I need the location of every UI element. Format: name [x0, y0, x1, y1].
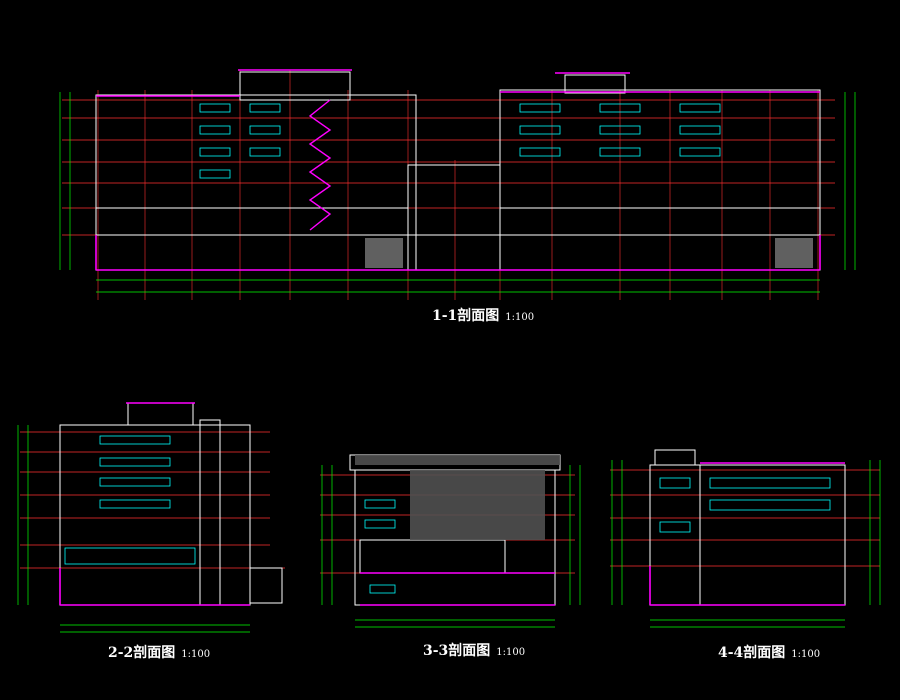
title-scale: 1:100	[181, 649, 211, 660]
windows	[199, 103, 721, 179]
section-title-1-1: 1-1剖面图 1:100	[432, 305, 534, 325]
building-outline	[95, 71, 821, 271]
title-text: 2-2剖面图	[108, 645, 176, 661]
section-title-3-3: 3-3剖面图 1:100	[423, 640, 525, 660]
section-title-4-4: 4-4剖面图 1:100	[718, 642, 820, 662]
windows	[659, 477, 831, 533]
title-text: 3-3剖面图	[423, 643, 491, 659]
floor-lines	[20, 431, 285, 569]
floor-lines	[62, 99, 835, 236]
title-scale: 1:100	[505, 312, 535, 323]
floor-slabs	[95, 69, 821, 271]
section-2-2	[17, 402, 285, 633]
title-scale: 1:100	[791, 649, 821, 660]
building-outline	[649, 449, 846, 606]
section-title-2-2: 2-2剖面图 1:100	[108, 642, 210, 662]
dimension-lines	[321, 465, 581, 628]
floor-slabs	[649, 462, 845, 606]
title-scale: 1:100	[496, 647, 526, 658]
section-4-4	[610, 449, 881, 628]
building-outline	[59, 402, 283, 606]
grid-axes	[97, 70, 819, 300]
section-1-1	[59, 69, 856, 300]
floor-slabs	[360, 572, 555, 606]
windows	[64, 435, 196, 565]
dimension-lines	[611, 460, 881, 628]
title-text: 4-4剖面图	[718, 645, 786, 661]
title-text: 1-1剖面图	[432, 308, 500, 324]
floor-lines	[610, 469, 880, 567]
section-3-3	[320, 454, 581, 628]
shaded-areas	[355, 455, 560, 540]
floor-slabs	[59, 402, 250, 606]
stair	[308, 99, 332, 231]
windows	[364, 499, 396, 594]
dimension-lines	[59, 92, 856, 293]
shaded-areas	[365, 238, 813, 268]
dimension-lines	[17, 425, 250, 633]
